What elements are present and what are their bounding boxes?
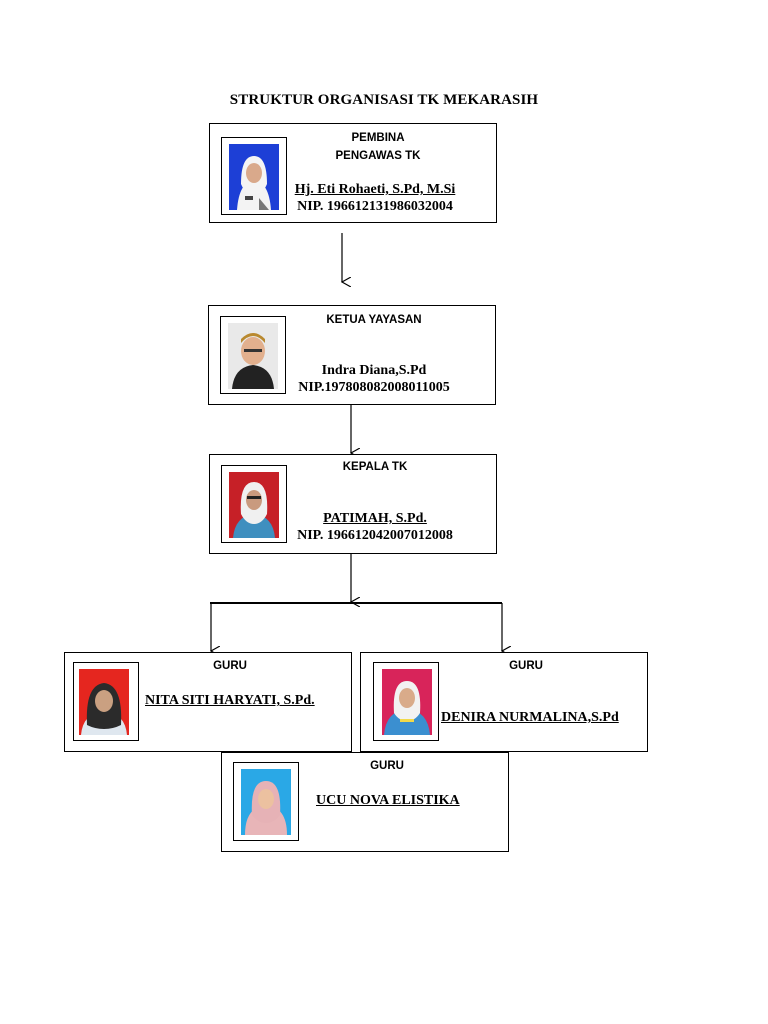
guru-1-name: NITA SITI HARYATI, S.Pd. xyxy=(145,693,315,708)
guru-3-photo-frame xyxy=(233,762,299,841)
guru-2-photo-frame xyxy=(373,662,439,741)
ketua-role: KETUA YAYASAN xyxy=(326,314,422,326)
kepala-nip: NIP. 196612042007012008 xyxy=(297,528,453,543)
guru-2-name: DENIRA NURMALINA,S.Pd xyxy=(441,710,619,725)
pembina-photo-frame xyxy=(221,137,287,215)
kepala-photo xyxy=(229,472,279,538)
guru-box-1: GURU NITA SITI HARYATI, S.Pd. xyxy=(64,652,352,752)
kepala-role: KEPALA TK xyxy=(342,461,408,473)
guru-3-role: GURU xyxy=(370,760,404,772)
kepala-name: PATIMAH, S.Pd. xyxy=(323,511,427,526)
pembina-photo xyxy=(229,144,279,210)
pembina-nip: NIP. 196612131986032004 xyxy=(297,199,453,214)
guru-1-photo-frame xyxy=(73,662,139,741)
guru-3-photo xyxy=(241,769,291,835)
ketua-nip: NIP.197808082008011005 xyxy=(298,380,450,395)
kepala-box: KEPALA TK PATIMAH, S.Pd. NIP. 1966120420… xyxy=(209,454,497,554)
pembina-name: Hj. Eti Rohaeti, S.Pd, M.Si xyxy=(294,182,456,197)
ketua-name: Indra Diana,S.Pd xyxy=(321,363,427,378)
pembina-role-line1: PEMBINA xyxy=(351,132,405,144)
guru-box-2: GURU DENIRA NURMALINA,S.Pd xyxy=(360,652,648,752)
guru-2-role: GURU xyxy=(509,660,543,672)
pembina-box: PEMBINA PENGAWAS TK Hj. Eti Rohaeti, S.P… xyxy=(209,123,497,223)
guru-1-photo xyxy=(79,669,129,735)
ketua-photo xyxy=(228,323,278,389)
ketua-box: KETUA YAYASAN Indra Diana,S.Pd NIP.19780… xyxy=(208,305,496,405)
chart-title: STRUKTUR ORGANISASI TK MEKARASIH xyxy=(229,92,539,108)
kepala-photo-frame xyxy=(221,465,287,543)
guru-2-photo xyxy=(382,669,432,735)
guru-1-role: GURU xyxy=(213,660,247,672)
ketua-photo-frame xyxy=(220,316,286,394)
guru-3-name: UCU NOVA ELISTIKA xyxy=(316,793,460,808)
guru-box-3: GURU UCU NOVA ELISTIKA xyxy=(221,752,509,852)
pembina-role-line2: PENGAWAS TK xyxy=(335,150,421,162)
